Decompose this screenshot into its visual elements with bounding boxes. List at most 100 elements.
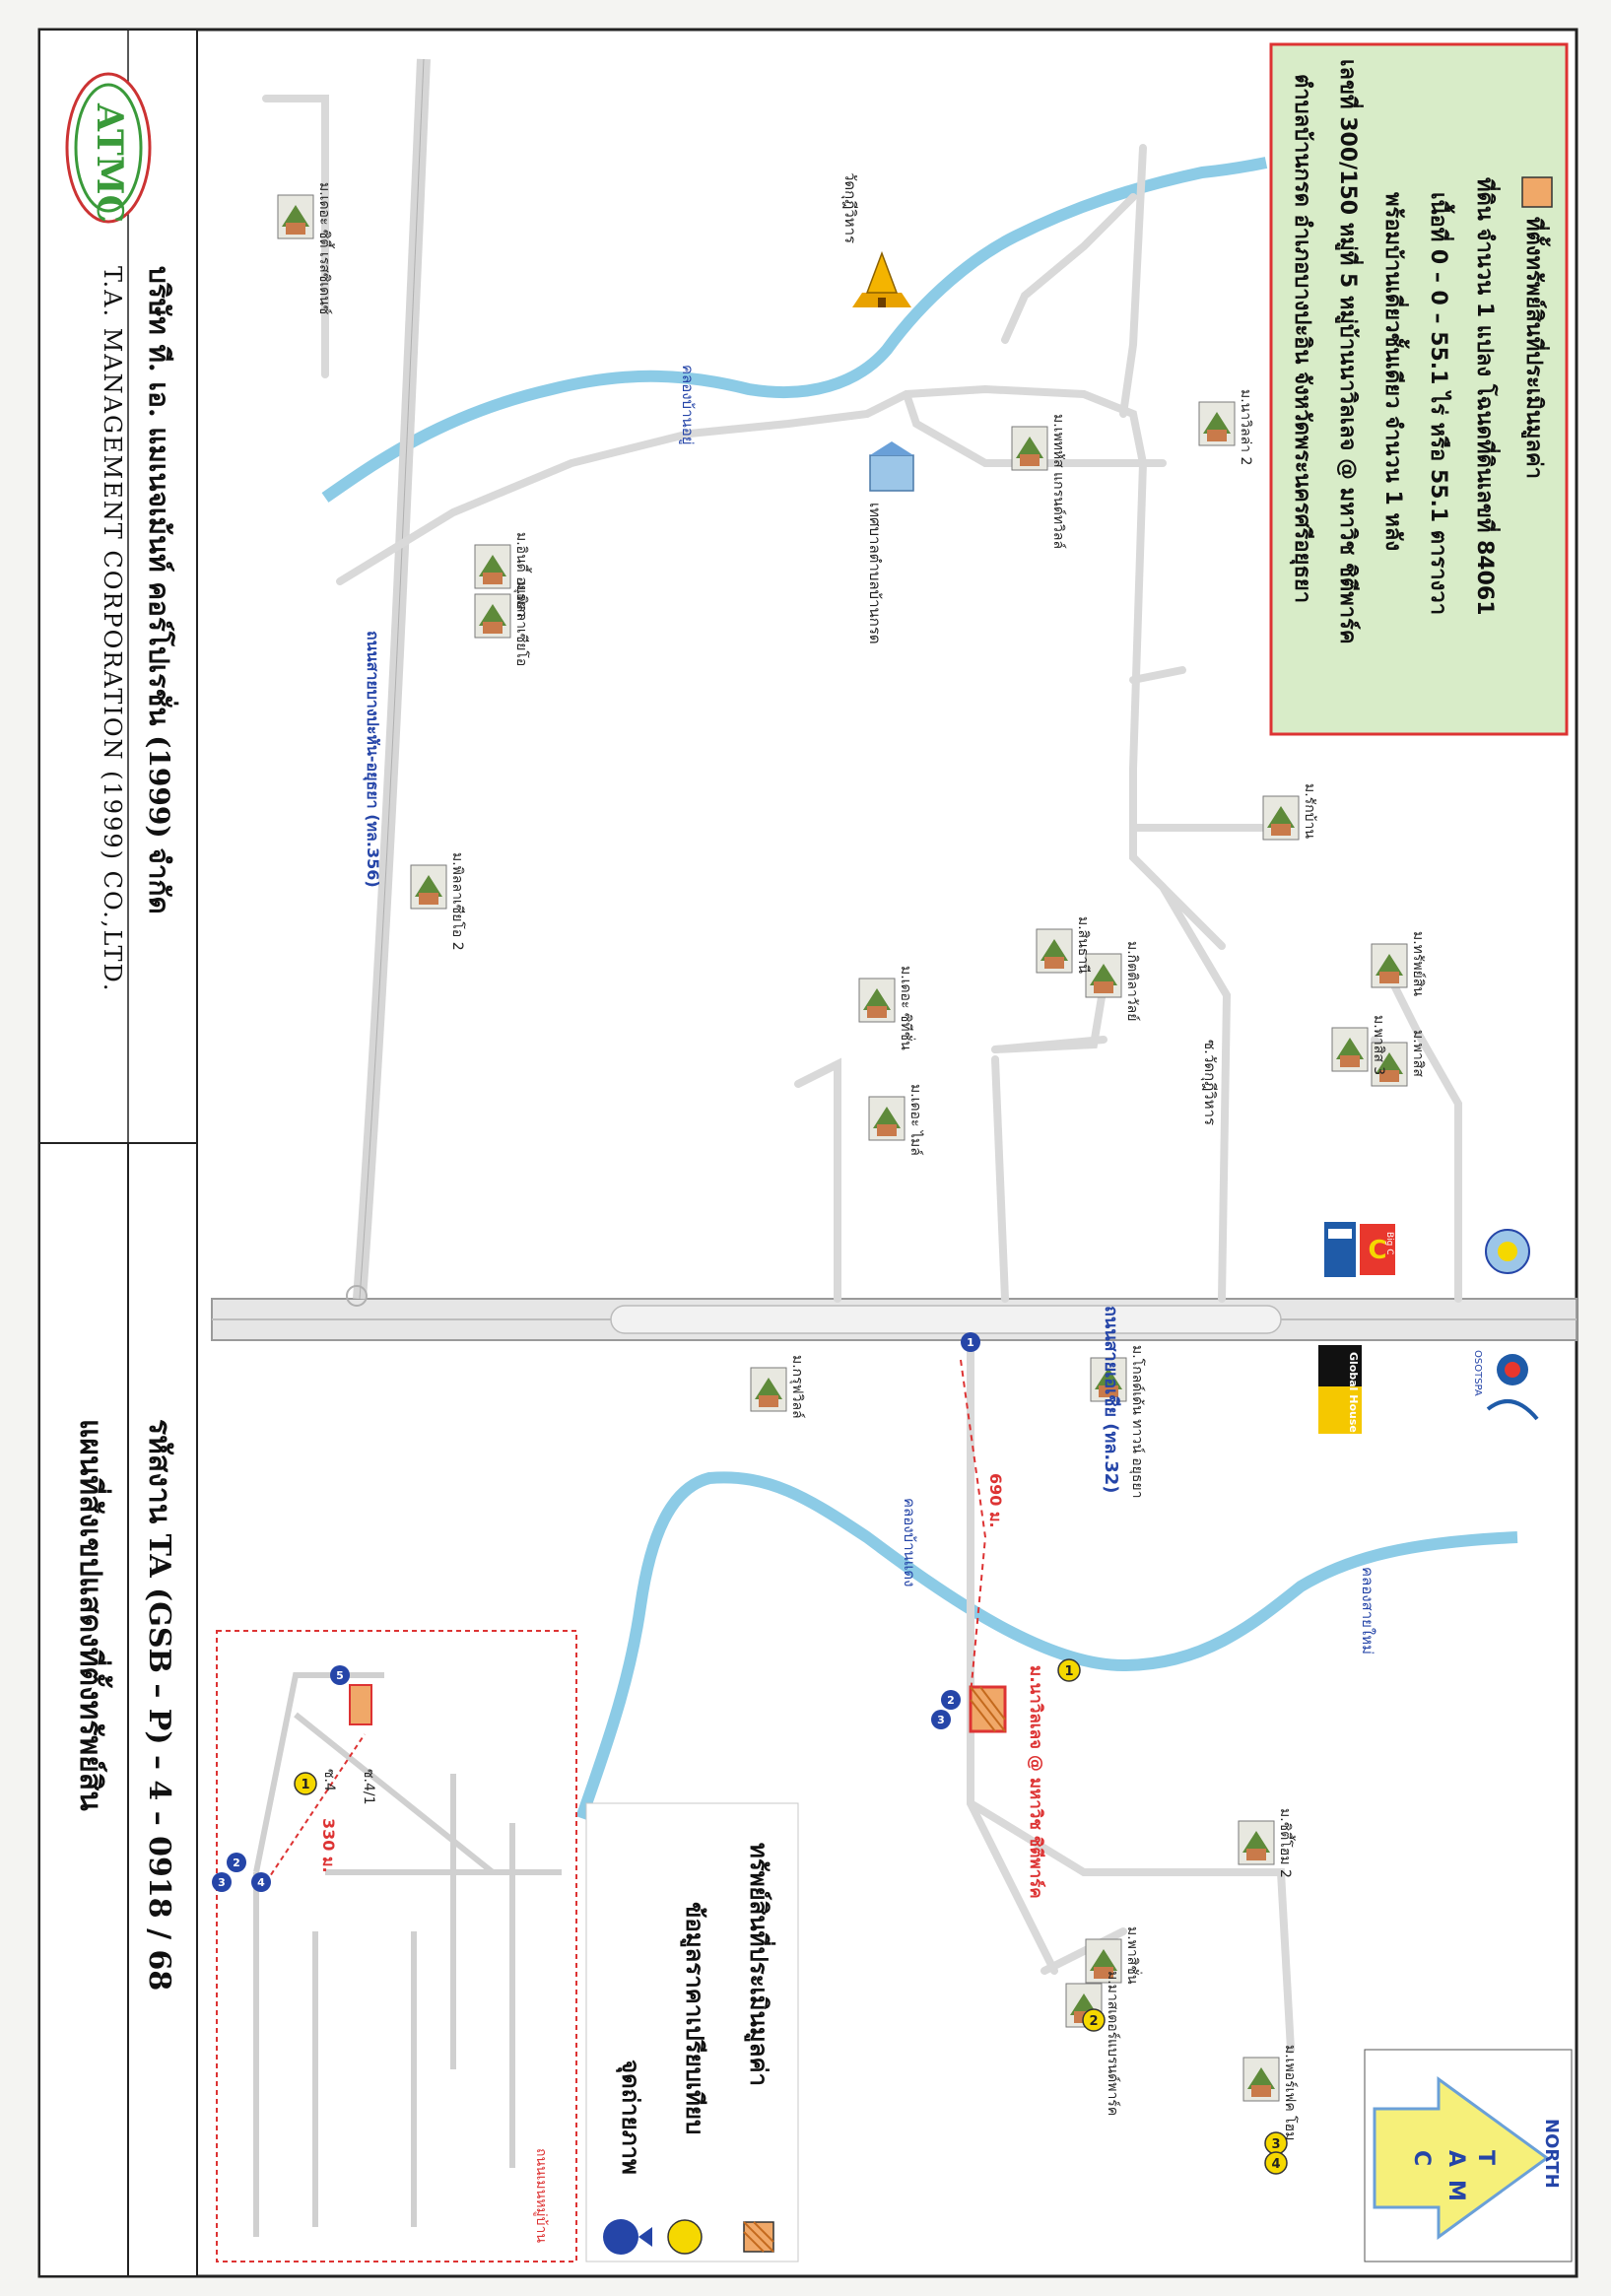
photo-point-pin: 3 bbox=[931, 1710, 951, 1729]
village-label: ม.สินธานี bbox=[1075, 916, 1091, 974]
photo-point-pin: 2 bbox=[941, 1690, 961, 1710]
village-icon bbox=[1036, 928, 1073, 974]
legend-comparison-label: ข้อมูลราคาเปรียบเทียบ bbox=[681, 1902, 708, 2135]
svg-text:1: 1 bbox=[1064, 1664, 1073, 1679]
comparison-marker: 1 bbox=[294, 1772, 317, 1795]
info-box bbox=[1269, 42, 1569, 736]
homepro-logo bbox=[1324, 1222, 1356, 1277]
village-label: ม.กรุฟวิลล์ bbox=[789, 1355, 805, 1419]
north-letter-a: A bbox=[1443, 2150, 1468, 2168]
distance-690-label: 690 ม. bbox=[986, 1473, 1005, 1528]
map-title: แผนที่สังเขปแสดงที่ตั้งทรัพย์สิน bbox=[73, 1419, 107, 1811]
comparison-marker: 4 bbox=[1264, 2151, 1288, 2175]
village-icon bbox=[1090, 1357, 1127, 1402]
village-icon bbox=[410, 864, 447, 910]
north-letter-c: C bbox=[1409, 2150, 1434, 2167]
north-arrow bbox=[1364, 2049, 1573, 2262]
municipality-label: เทศบาลตำบลบ้านกรด bbox=[866, 503, 884, 644]
village-label: ม.พาสิส 3 bbox=[1371, 1015, 1386, 1076]
village-icon bbox=[1331, 1027, 1369, 1072]
company-logo bbox=[65, 72, 152, 224]
soi41-label: ซ.4/1 bbox=[361, 1769, 376, 1805]
village-icon bbox=[868, 1096, 906, 1141]
svg-text:3: 3 bbox=[218, 1876, 226, 1889]
village-icon bbox=[858, 978, 896, 1023]
asia-road-label: ถนนสายเอเชีย (ทล.32) bbox=[1101, 1306, 1121, 1494]
canal-label-c: คลองสายใหม่ bbox=[1359, 1567, 1376, 1655]
village-icon bbox=[1238, 1820, 1275, 1865]
village-icon bbox=[277, 194, 314, 239]
svg-text:2: 2 bbox=[1089, 2014, 1098, 2029]
svg-text:1: 1 bbox=[967, 1336, 974, 1349]
village-label: ม.เพทหัส แกรนด์ทวิลล์ bbox=[1050, 414, 1066, 550]
village-label: ม.โกลด์เด้น ทาวน์ อยุธยา bbox=[1129, 1345, 1145, 1499]
canal-label-a: คลองบ้านอยู่ bbox=[679, 365, 697, 445]
info-line-4: พร้อมบ้านเดี่ยวชั้นเดียว จำนวน 1 หลัง bbox=[1380, 192, 1405, 552]
village-label: ม.พาสิส bbox=[1410, 1030, 1426, 1077]
village-label: ม.เพอร์เฟค โฮม bbox=[1282, 2045, 1298, 2141]
distance-line-330 bbox=[265, 1733, 366, 1883]
legend-photo-label: จุดถ่ายภาพ bbox=[617, 2060, 644, 2175]
company-name-en: T.A. MANAGEMENT CORPORATION (1999) CO.,L… bbox=[99, 266, 126, 993]
village-icon bbox=[1371, 1042, 1408, 1087]
svg-text:3: 3 bbox=[937, 1714, 945, 1726]
legend-box bbox=[585, 1802, 799, 2262]
village-label: ม.เดอะ ซิตี้ เรสซิเดนซ์ bbox=[316, 182, 332, 315]
info-line-2: ที่ดิน จำนวน 1 แปลง โฉนดที่ดินเลขที่ 840… bbox=[1472, 177, 1497, 616]
photo-point-pin: 2 bbox=[227, 1853, 246, 1872]
village-icon bbox=[1011, 426, 1048, 471]
village-label: ม.กิตติลาวัลย์ bbox=[1124, 941, 1140, 1022]
project-code: รหัสงาน TA (GSB – P) – 4 – 0918 / 68 bbox=[142, 1419, 176, 1992]
village-icon bbox=[474, 593, 511, 639]
village-label: ม.รักบ้าน bbox=[1302, 783, 1317, 839]
north-letter-t: T bbox=[1473, 2150, 1498, 2166]
legend-property-label: ทรัพย์สินที่ประเมินมูลค่า bbox=[745, 1843, 772, 2086]
village-icon bbox=[1198, 401, 1236, 446]
svg-text:4: 4 bbox=[1271, 2157, 1280, 2172]
info-line-3: เนื้อที่ 0 – 0 – 55.1 ไร่ หรือ 55.1 ตารา… bbox=[1426, 192, 1450, 616]
photo-point-pin: 1 bbox=[961, 1332, 980, 1352]
canal-label-b: คลองบ้านแดง bbox=[901, 1498, 918, 1587]
soi4-label: ซ.4 bbox=[321, 1769, 337, 1791]
info-line-5: เลขที่ 300/150 หมู่ที่ 5 หมู่บ้านนาวิลเล… bbox=[1335, 59, 1360, 644]
north-label: NORTH bbox=[1541, 2119, 1562, 2189]
photo-point-pin: 4 bbox=[251, 1872, 271, 1892]
village-label: ม.นาวิลล่า 2 bbox=[1238, 389, 1253, 466]
svg-text:C: C bbox=[1368, 1236, 1386, 1265]
inset-roads bbox=[253, 1672, 562, 2237]
comparison-marker: 2 bbox=[1082, 2008, 1106, 2032]
village-icon bbox=[750, 1367, 787, 1412]
village-icon bbox=[1262, 795, 1300, 841]
canal-north bbox=[321, 157, 1268, 503]
temple-label: วัดกุฎีวิหาร bbox=[841, 172, 859, 244]
inset-frame bbox=[216, 1630, 577, 2262]
svg-text:4: 4 bbox=[257, 1876, 265, 1889]
village-icon bbox=[1085, 953, 1122, 998]
secondary-roads bbox=[262, 95, 1462, 2054]
village-icons bbox=[277, 194, 1408, 2102]
village-label: ม.พิลลาเซียโอ bbox=[513, 581, 529, 667]
village-label: ม.ชิตี้โฮม 2 bbox=[1277, 1808, 1293, 1878]
svg-text:1: 1 bbox=[301, 1778, 309, 1792]
global-house-logo bbox=[1318, 1345, 1362, 1434]
village-icon bbox=[1085, 1938, 1122, 1984]
village-icon bbox=[1371, 943, 1408, 988]
temple-icon bbox=[852, 250, 911, 307]
svg-text:2: 2 bbox=[947, 1694, 955, 1707]
svg-text:2: 2 bbox=[233, 1857, 240, 1869]
osotspa-logo bbox=[1486, 1354, 1539, 1421]
main-entrance-label: ถนนเมนหมู่บ้าน bbox=[533, 2148, 549, 2243]
village-icon bbox=[1242, 2057, 1280, 2102]
svg-text:3: 3 bbox=[1271, 2137, 1280, 2152]
village-label: ม.เดอะ ซิทีชั่น bbox=[898, 966, 913, 1050]
info-line-6: ตำบลบ้านกรด อำเภอบางปะอิน จังหวัดพระนครศ… bbox=[1290, 74, 1314, 604]
photo-point-pin: 5 bbox=[330, 1665, 350, 1685]
company-name-th: บริษัท ที. เอ. แมเนจเม้นท์ คอร์โปเรชั่น … bbox=[143, 266, 175, 914]
village-label: ม.เดอะ ไมล์ bbox=[907, 1084, 923, 1156]
comparison-marker: 1 bbox=[1057, 1658, 1081, 1682]
legend-comparison-swatch bbox=[667, 2219, 703, 2255]
legend-photo-swatch bbox=[603, 2219, 652, 2255]
north-letter-m: M bbox=[1443, 2180, 1468, 2201]
